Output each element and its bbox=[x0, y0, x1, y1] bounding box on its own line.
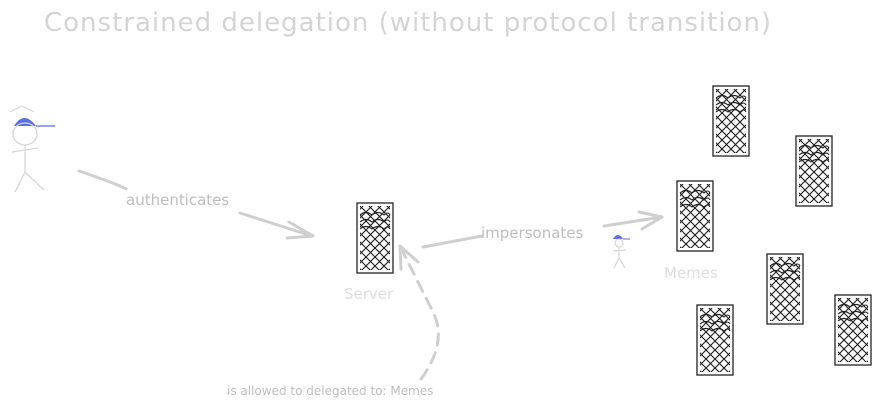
server-icon bbox=[356, 202, 394, 274]
server-label: Server bbox=[344, 285, 394, 303]
memes-server-icon bbox=[795, 135, 833, 207]
memes-server-icon bbox=[676, 180, 714, 252]
delegation-arrow bbox=[398, 244, 440, 381]
impersonates-label: impersonates bbox=[481, 224, 584, 242]
impersonates-arrow bbox=[421, 210, 664, 249]
memes-label: Memes bbox=[664, 264, 718, 282]
memes-server-cluster bbox=[676, 85, 872, 376]
delegation-label: is allowed to delegated to: Memes bbox=[227, 384, 434, 398]
memes-server-icon bbox=[712, 85, 750, 157]
impersonated-user-icon bbox=[612, 235, 630, 269]
memes-server-icon bbox=[834, 294, 872, 366]
memes-server-icon bbox=[766, 253, 804, 325]
user-icon bbox=[9, 105, 55, 193]
authenticates-arrow bbox=[77, 169, 315, 240]
memes-server-icon bbox=[696, 304, 734, 376]
authenticates-label: authenticates bbox=[126, 191, 230, 209]
diagram-title: Constrained delegation (without protocol… bbox=[44, 8, 773, 38]
